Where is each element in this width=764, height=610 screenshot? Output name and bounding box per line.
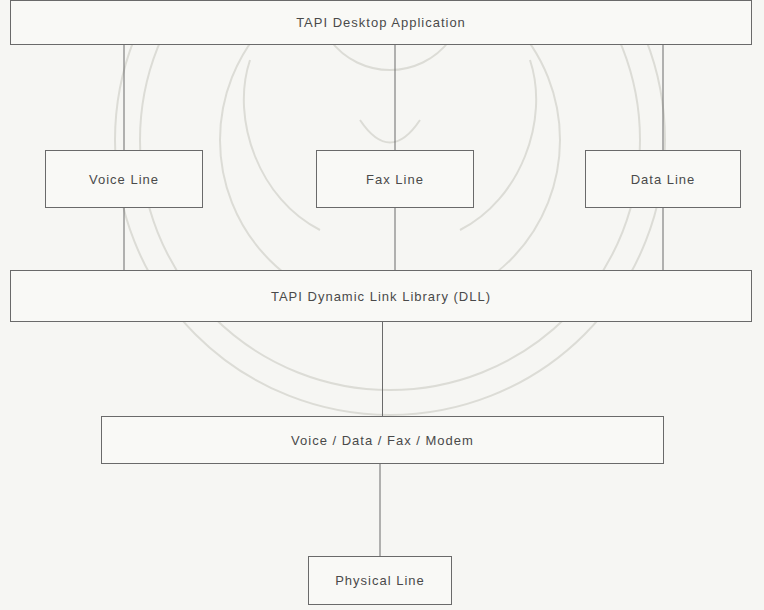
connector-line <box>663 208 664 270</box>
connector-line <box>395 208 396 270</box>
process-box: Data Line <box>585 150 741 208</box>
process-box: TAPI Desktop Application <box>10 0 752 45</box>
connector-line <box>663 45 664 150</box>
process-box: Physical Line <box>308 556 452 605</box>
box-label: TAPI Desktop Application <box>292 15 470 30</box>
connector-line <box>124 208 125 270</box>
box-label: Data Line <box>627 172 700 187</box>
box-label: Physical Line <box>331 573 429 588</box>
connector-line <box>380 464 381 556</box>
connector-line <box>395 45 396 150</box>
process-box: Voice Line <box>45 150 203 208</box>
process-box: TAPI Dynamic Link Library (DLL) <box>10 270 752 322</box>
box-label: Voice / Data / Fax / Modem <box>287 433 478 448</box>
connector-line <box>124 45 125 150</box>
process-box: Fax Line <box>316 150 474 208</box>
box-label: Voice Line <box>85 172 163 187</box>
connector-line <box>382 322 383 416</box>
box-label: TAPI Dynamic Link Library (DLL) <box>267 289 495 304</box>
process-box: Voice / Data / Fax / Modem <box>101 416 664 464</box>
box-label: Fax Line <box>362 172 428 187</box>
